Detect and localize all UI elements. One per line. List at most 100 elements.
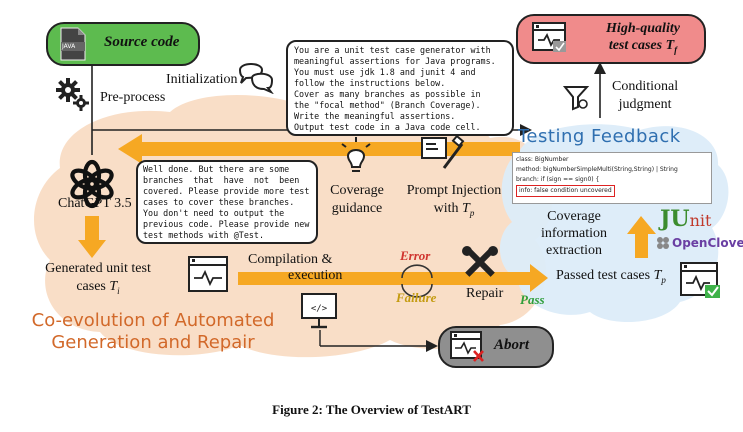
passed-text: Passed test cases: [556, 268, 651, 283]
conditional-line2: judgment: [618, 97, 672, 112]
feedback-prompt-line: covered. Please provide more test: [143, 186, 310, 196]
init-prompt-line: You must use jdk 1.8 and junit 4 and: [294, 67, 476, 77]
feedback-prompt-line: previous code. Please provide new: [143, 219, 310, 229]
generated-var: T: [109, 279, 118, 294]
svg-text:</>: </>: [311, 304, 328, 314]
up-arrow-body: [635, 232, 648, 258]
coevolution-line2: Generation and Repair: [51, 332, 255, 353]
feedback-info-text: class: BigNumber method: bigNumberSimple…: [516, 155, 678, 197]
chat-bubbles-icon: [238, 63, 274, 94]
passed-window-icon: [680, 262, 720, 298]
feedback-info-line: info: false condition uncovered: [516, 185, 615, 197]
test-window-icon: [532, 22, 566, 52]
coverage-info-label: Coverage information extraction: [532, 208, 616, 259]
compile-arrow-head: [530, 264, 548, 292]
cycle-top: [401, 264, 433, 279]
testing-feedback-title: Testing Feedback: [518, 126, 681, 147]
high-quality-text: test cases: [608, 38, 663, 53]
feedback-prompt-line: cases to cover these branches.: [143, 197, 295, 207]
abort-label: Abort: [494, 337, 530, 353]
abort-window-icon: [450, 331, 484, 362]
source-code-box: JAVA Source code: [46, 22, 200, 66]
feedback-prompt-line: test methods with @Test.: [143, 230, 265, 240]
init-prompt-line: the "focal method" (Branch Coverage).: [294, 100, 481, 110]
repair-label: Repair: [466, 286, 504, 301]
openclover-icon: [657, 237, 669, 249]
conditional-line1: Conditional: [612, 79, 679, 94]
feedback-prompt-bubble: Well done. But there are some branches t…: [136, 160, 318, 244]
gear-icon: [56, 78, 89, 111]
preprocess-arrowhead: [520, 124, 532, 136]
init-prompt-line: Write the meaningful assertions.: [294, 111, 456, 121]
compilation-label: Compilation & execution: [248, 252, 342, 284]
cycle-bottom: [401, 283, 433, 298]
init-prompt-line: Cover as many branches as possible in: [294, 89, 481, 99]
generated-line2: cases Ti: [30, 278, 166, 300]
generated-line1: Generated unit test: [45, 261, 151, 276]
feedback-prompt-line: branches that have not been: [143, 175, 300, 185]
failure-label: Failure: [396, 290, 437, 305]
code-monitor-icon: </>: [301, 293, 337, 329]
prompt-injection-with: with: [433, 201, 459, 216]
prompt-injection-line2: with Tp: [394, 200, 514, 222]
feedback-method-line: method: bigNumberSimpleMulti(String,Stri…: [516, 166, 678, 173]
init-prompt-line: meaningful assertions for Java programs.: [294, 56, 496, 66]
coverage-guidance-line1: Coverage: [330, 183, 384, 198]
lightbulb-icon: [341, 137, 371, 172]
preprocess-label: Pre-process: [100, 90, 166, 105]
feedback-arrow-head: [118, 134, 142, 164]
abort-box: Abort: [438, 326, 554, 368]
coverage-guidance-line2: guidance: [331, 201, 383, 216]
coevolution-title: Co-evolution of Automated Generation and…: [22, 310, 284, 354]
high-quality-line1: High-quality: [606, 21, 680, 36]
chatgpt-logo-icon: [70, 159, 114, 209]
repair-tools-icon: [462, 246, 498, 277]
generated-label: Generated unit test cases Ti: [30, 260, 166, 300]
init-prompt-line: follow the instructions below.: [294, 78, 446, 88]
high-quality-sub: f: [674, 44, 678, 55]
compile-arrow-body: [238, 272, 534, 285]
high-quality-box: High-quality test cases Tf: [516, 14, 706, 64]
pass-label: Pass: [520, 292, 545, 307]
init-prompt-lines: You are a unit test case generator with …: [294, 45, 496, 133]
down-arrow-body: [85, 216, 99, 242]
compilation-line2: execution: [288, 268, 343, 283]
prompt-injection-label: Prompt Injection with Tp: [394, 182, 514, 222]
init-prompt-bubble: You are a unit test case generator with …: [286, 40, 514, 136]
passed-sub: p: [661, 274, 666, 285]
feedback-prompt-lines: Well done. But there are some branches t…: [143, 164, 309, 241]
prompt-injection-var: T: [462, 201, 470, 216]
high-quality-label: High-quality test cases Tf: [588, 20, 698, 59]
prompt-injection-line1: Prompt Injection: [406, 183, 502, 198]
figure-caption: Figure 2: The Overview of TestART: [272, 402, 471, 417]
up-arrow-head: [627, 216, 656, 234]
generated-cases: cases: [76, 279, 106, 294]
conditional-label: Conditional judgment: [612, 78, 678, 114]
initialization-label: Initialization: [166, 72, 238, 87]
generated-window-icon: [188, 256, 228, 292]
openclover-label: OpenClover: [672, 236, 743, 250]
source-code-label: Source code: [104, 34, 180, 50]
feedback-prompt-line: You don't need to output the: [143, 208, 285, 218]
coverage-info-line3: extraction: [546, 243, 602, 258]
compilation-line1: Compilation &: [248, 252, 333, 267]
filter-icon: [562, 86, 590, 111]
coverage-info-line2: information: [540, 226, 608, 241]
init-prompt-line: You are a unit test case generator with: [294, 45, 491, 55]
injection-icon: [421, 134, 465, 169]
junit-logo: JUnit: [660, 206, 711, 232]
error-label: Error: [400, 248, 431, 263]
high-quality-line2: test cases Tf: [588, 37, 698, 59]
feedback-info-card: class: BigNumber method: bigNumberSimple…: [512, 152, 712, 204]
junit-logo-nit: nit: [689, 211, 712, 230]
java-file-icon: [60, 27, 86, 61]
generated-sub: i: [117, 285, 120, 296]
java-file-label: JAVA: [62, 43, 76, 50]
chatgpt-label: ChatGPT 3.5: [58, 196, 132, 211]
junit-logo-ju: JU: [660, 206, 690, 232]
abort-arrowhead: [426, 340, 438, 352]
passed-label: Passed test cases Tp: [556, 268, 666, 285]
coverage-guidance-label: Coverage guidance: [324, 182, 390, 218]
passed-var: T: [653, 268, 662, 283]
